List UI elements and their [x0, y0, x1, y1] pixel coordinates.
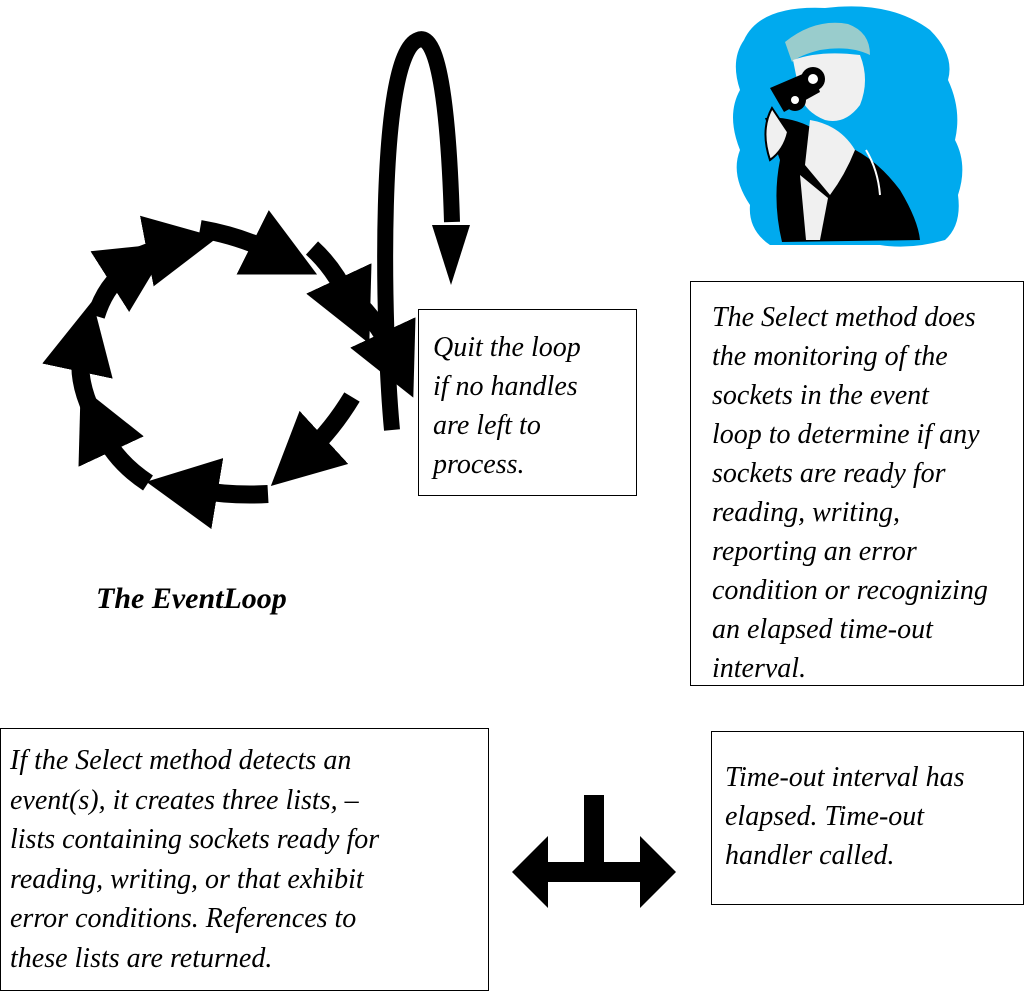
exit-loop-arrow-icon	[377, 31, 470, 431]
timeout-note: Time-out interval has elapsed. Time-out …	[711, 731, 1024, 905]
timeout-note-text: Time-out interval has elapsed. Time-out …	[725, 762, 965, 871]
select-method-note-text: The Select method does the monitoring of…	[712, 302, 988, 684]
event-detected-note: If the Select method detects an event(s)…	[0, 728, 489, 991]
person-with-binoculars-icon	[733, 6, 963, 247]
loop-arrow-7	[42, 300, 113, 416]
circular-arrows-icon	[42, 210, 416, 530]
loop-arrow-2	[305, 241, 372, 344]
loop-arrow-8	[87, 242, 171, 319]
quit-loop-note: Quit the loop if no handles are left to …	[418, 309, 637, 496]
loop-arrow-1	[198, 210, 318, 275]
quit-loop-note-text: Quit the loop if no handles are left to …	[433, 332, 581, 480]
event-detected-note-text: If the Select method detects an event(s)…	[10, 745, 380, 974]
loop-arrow-9	[115, 215, 218, 287]
branch-arrow-icon	[512, 795, 676, 908]
event-loop-title: The EventLoop	[96, 582, 287, 615]
loop-arrow-5	[146, 458, 269, 530]
loop-arrow-6	[78, 386, 154, 491]
select-method-note: The Select method does the monitoring of…	[690, 281, 1024, 686]
loop-arrow-4	[270, 392, 360, 487]
